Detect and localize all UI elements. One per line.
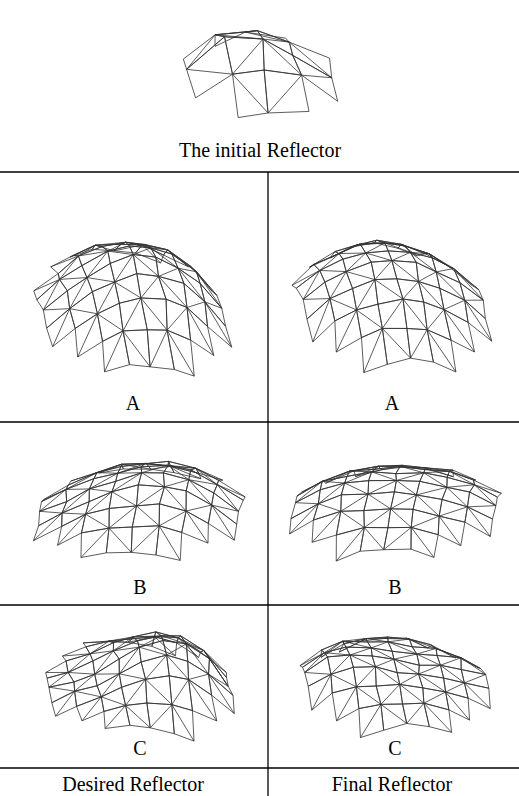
panel-label: A <box>126 393 140 413</box>
reflector-meshes <box>33 31 501 741</box>
panel-label: B <box>133 577 146 597</box>
panel-label: C <box>388 738 401 758</box>
reflector-mesh <box>46 632 234 741</box>
reflector-mesh <box>183 31 337 118</box>
table-rules <box>0 172 519 796</box>
reflector-mesh <box>292 240 492 372</box>
panel-label: Final Reflector <box>332 774 453 794</box>
table-rule <box>0 767 519 768</box>
panel-label: B <box>388 577 401 597</box>
table-rule <box>0 171 519 172</box>
panel-label: C <box>133 738 146 758</box>
reflector-mesh <box>33 461 245 560</box>
reflector-mesh <box>300 637 490 738</box>
reflector-mesh <box>34 242 232 376</box>
table-rule <box>267 172 268 796</box>
panel-label: Desired Reflector <box>62 774 204 794</box>
table-rule <box>0 604 519 605</box>
table-rule <box>0 421 519 422</box>
reflector-mesh <box>290 465 502 561</box>
panel-label: The initial Reflector <box>179 140 341 160</box>
panel-label: A <box>385 393 399 413</box>
